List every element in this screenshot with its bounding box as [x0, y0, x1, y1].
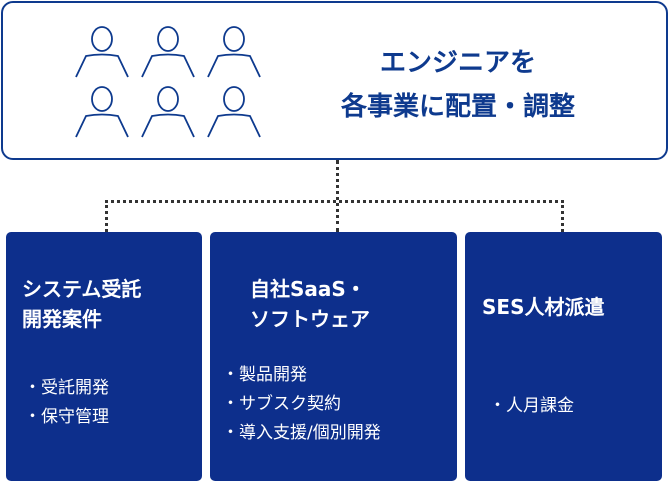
connector-left: [105, 200, 108, 232]
list-item: 受託開発: [24, 374, 109, 403]
card-items: 受託開発 保守管理: [24, 374, 109, 432]
connector-vertical: [336, 160, 339, 232]
header-title: エンジニアを 各事業に配置・調整: [293, 41, 623, 129]
title-line-1: エンジニアを: [379, 48, 536, 78]
list-item: サブスク契約: [222, 390, 381, 419]
card-items: 製品開発 サブスク契約 導入支援/個別開発: [222, 361, 381, 448]
card-title-line: ソフトウェア: [250, 307, 370, 331]
list-item: 人月課金: [489, 392, 574, 421]
engineer-pool-box: エンジニアを 各事業に配置・調整: [1, 1, 668, 160]
card-ses-staffing: SES人材派遣 人月課金: [465, 232, 662, 481]
list-item: 導入支援/個別開発: [222, 419, 381, 448]
list-item: 製品開発: [222, 361, 381, 390]
card-title: SES人材派遣: [482, 295, 605, 319]
card-title: システム受託 開発案件: [22, 274, 141, 334]
card-contract-development: システム受託 開発案件 受託開発 保守管理: [6, 232, 202, 481]
list-item: 保守管理: [24, 403, 109, 432]
connector-right: [561, 200, 564, 232]
card-title-line: 自社SaaS・: [250, 277, 366, 301]
card-title-line: 開発案件: [22, 307, 102, 331]
card-saas-software: 自社SaaS・ ソフトウェア 製品開発 サブスク契約 導入支援/個別開発: [210, 232, 457, 481]
people-icon: [75, 26, 261, 138]
card-title: 自社SaaS・ ソフトウェア: [250, 274, 370, 334]
card-title-line: システム受託: [22, 277, 142, 301]
card-items: 人月課金: [489, 392, 574, 421]
title-line-2: 各事業に配置・調整: [340, 92, 575, 122]
connector-horizontal: [105, 200, 564, 203]
